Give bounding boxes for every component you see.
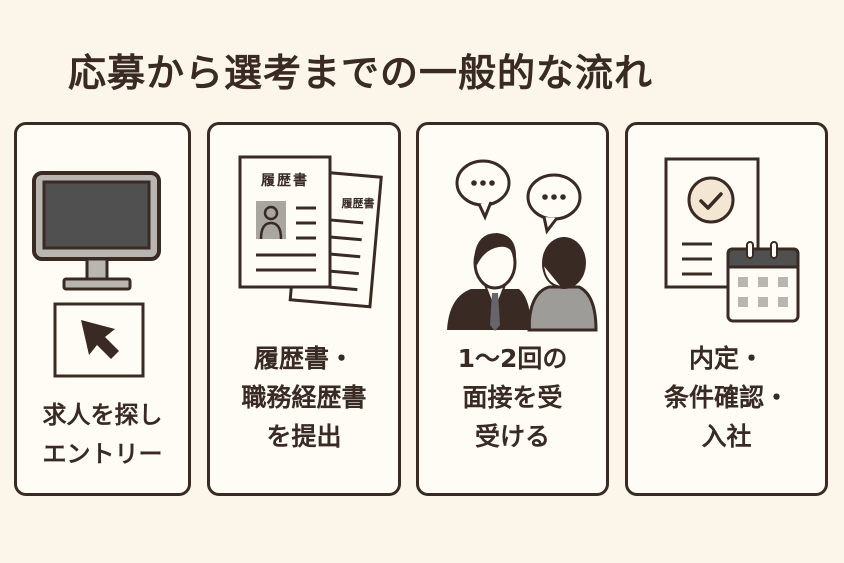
computer-cursor-icon [32,171,161,378]
resume-documents-icon: 履歴書 履歴書 [238,155,383,309]
step-label: 内定・ 条件確認・ 入社 [663,344,789,451]
interview-people-icon [447,159,598,332]
doc-front-label: 履歴書 [261,172,309,189]
step-card-offer: 内定・ 条件確認・ 入社 [625,122,828,496]
step-label: 1〜2回の 面接を受 受ける [457,344,568,451]
doc-back-label: 履歴書 [342,196,375,210]
step-label: 履歴書・ 職務経歴書 を提出 [241,344,367,451]
offer-calendar-icon [664,157,800,323]
step-card-entry: 求人を探し エントリー [14,122,191,496]
step-card-interview: 1〜2回の 面接を受 受ける [416,122,609,496]
step-card-documents: 履歴書 履歴書 履歴書・ 職務経歴書 を提出 [207,122,401,496]
page-title: 応募から選考までの一般的な流れ [68,51,654,95]
step-label: 求人を探し エントリー [42,401,163,468]
